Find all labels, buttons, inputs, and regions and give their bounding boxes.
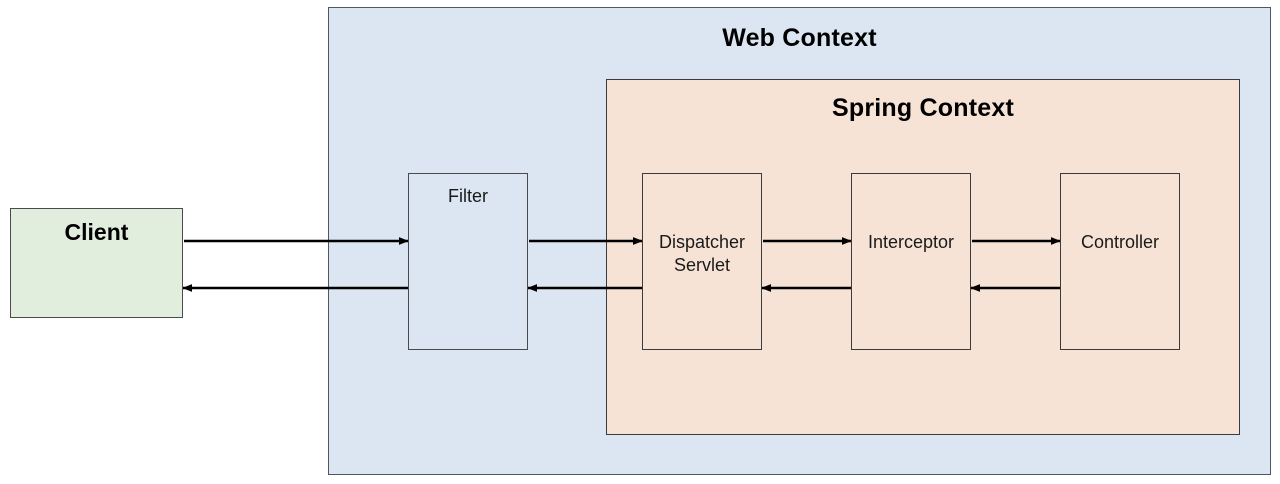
node-controller-label: Controller (1080, 232, 1160, 252)
node-filter[interactable]: Filter (408, 173, 528, 350)
node-filter-label: Filter (448, 186, 488, 206)
node-dispatcher-servlet[interactable]: Dispatcher Servlet (642, 173, 762, 350)
node-client-label: Client (64, 219, 129, 245)
node-controller[interactable]: Controller (1060, 173, 1180, 350)
node-client[interactable]: Client (10, 208, 183, 318)
node-interceptor[interactable]: Interceptor (851, 173, 971, 350)
spring-context-title: Spring Context (832, 94, 1014, 122)
web-context-title: Web Context (722, 24, 877, 52)
node-dispatcher-servlet-label: Dispatcher Servlet (658, 232, 746, 275)
node-interceptor-label: Interceptor (867, 232, 955, 252)
